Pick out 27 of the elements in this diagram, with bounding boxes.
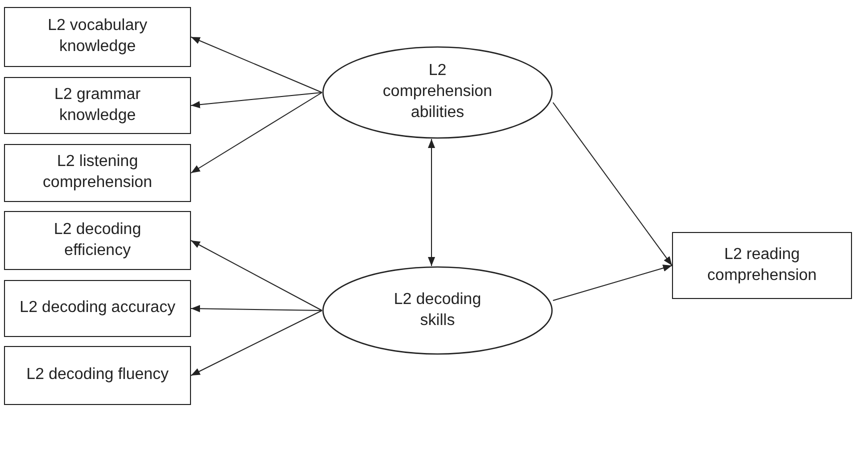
node-label: L2 decoding efficiency: [52, 220, 142, 260]
arrow: [190, 305, 322, 312]
node-label: L2 comprehension abilities: [382, 61, 494, 123]
observed-variable-box: [4, 346, 191, 405]
latent-variable-ellipse: [322, 46, 553, 139]
arrow: [552, 102, 672, 266]
arrow: [190, 240, 322, 311]
observed-variable-box: [4, 77, 191, 134]
observed-variable-box: [4, 7, 191, 67]
observed-variable-box: [4, 280, 191, 337]
node-label: L2 vocabulary knowledge: [46, 16, 148, 57]
arrow: [552, 264, 672, 301]
node-label: L2 grammar knowledge: [53, 84, 142, 126]
latent-variable-ellipse: [322, 266, 553, 355]
observed-variable-box: [672, 232, 852, 299]
arrow: [190, 310, 322, 376]
node-label: L2 decoding skills: [392, 290, 482, 330]
node-label: L2 reading comprehension: [706, 244, 818, 286]
arrow: [190, 36, 322, 93]
node-label: L2 listening comprehension: [42, 152, 154, 193]
observed-variable-box: [4, 144, 191, 202]
arrow: [428, 138, 436, 266]
node-label: L2 decoding fluency: [26, 365, 169, 386]
arrow: [190, 92, 322, 108]
arrow: [190, 92, 322, 174]
node-label: L2 decoding accuracy: [20, 298, 176, 318]
observed-variable-box: [4, 211, 191, 270]
